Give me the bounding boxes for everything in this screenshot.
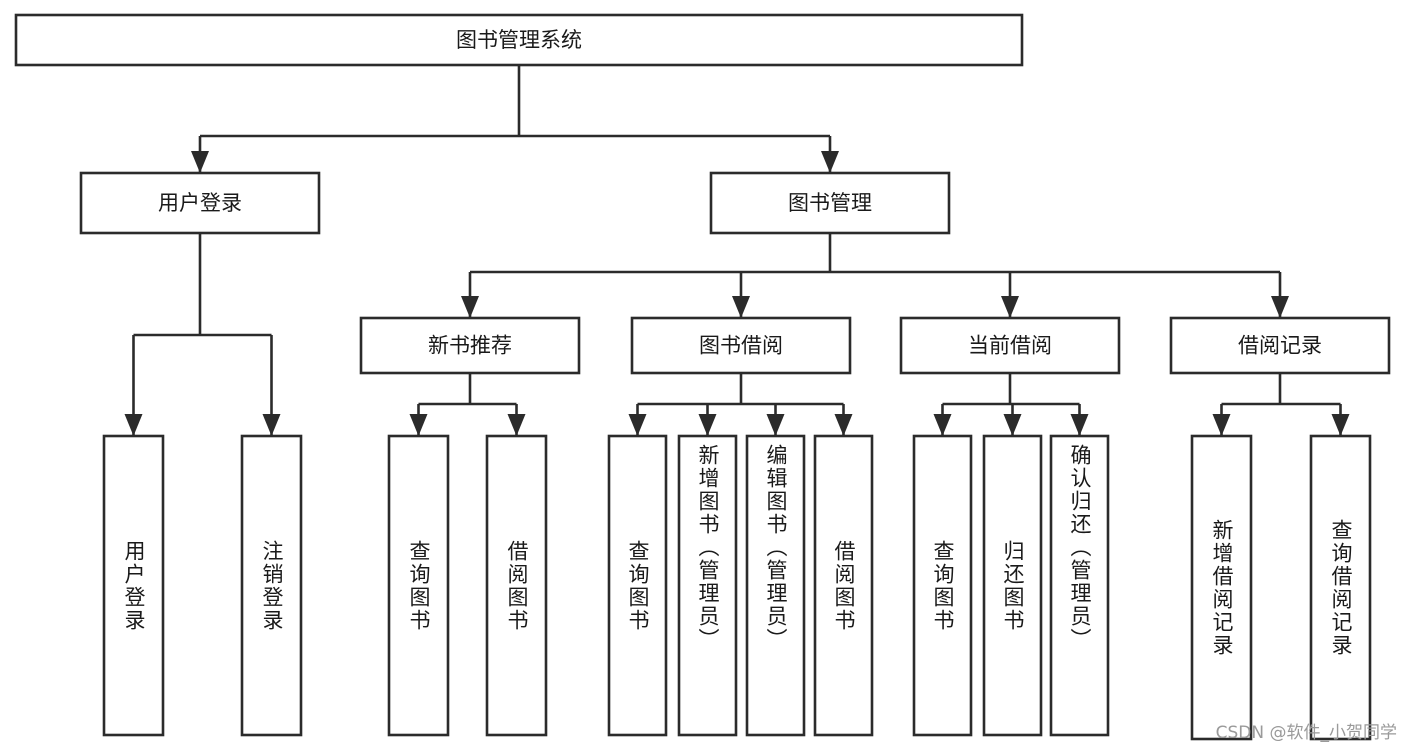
- root-node-rect: [14, 13, 1024, 67]
- leaf-node-6[interactable]: [745, 434, 806, 737]
- leaf-node-3[interactable]: [485, 434, 548, 737]
- arrow-head-icon: [821, 151, 839, 173]
- level2-node-label: 图书管理: [788, 191, 872, 215]
- arrow-head-icon: [1001, 296, 1019, 318]
- leaf-node-1[interactable]: [240, 434, 303, 737]
- arrow-head-icon: [409, 414, 428, 436]
- level3-node-label: 图书借阅: [699, 334, 783, 358]
- leaf-node-rect: [102, 434, 165, 737]
- arrow-head-icon: [1271, 296, 1289, 318]
- leaf-node-rect: [387, 434, 450, 737]
- leaf-node-rect: [677, 434, 738, 737]
- level2-node-0[interactable]: 用户登录: [79, 171, 321, 235]
- level3-node-3[interactable]: 借阅记录: [1169, 316, 1391, 375]
- arrow-head-icon: [628, 414, 647, 436]
- leaf-node-rect: [607, 434, 668, 737]
- level3-node-label: 新书推荐: [428, 334, 512, 358]
- arrow-head-icon: [262, 414, 281, 436]
- arrow-head-icon: [834, 414, 853, 436]
- leaf-node-rect: [813, 434, 874, 737]
- leaf-node-11[interactable]: [1190, 434, 1253, 741]
- level2-node-label: 用户登录: [158, 191, 242, 215]
- arrow-head-icon: [1331, 414, 1350, 436]
- leaf-node-7[interactable]: [813, 434, 874, 737]
- arrow-head-icon: [191, 151, 209, 173]
- leaf-node-rect: [912, 434, 973, 737]
- arrow-head-icon: [1070, 414, 1089, 436]
- arrow-head-icon: [1212, 414, 1231, 436]
- connector-layer: [124, 65, 1350, 436]
- leaf-node-rect: [982, 434, 1043, 737]
- leaf-node-0[interactable]: [102, 434, 165, 737]
- leaf-node-12[interactable]: [1309, 434, 1372, 741]
- level2-node-rect: [79, 171, 321, 235]
- level3-node-label: 借阅记录: [1238, 334, 1322, 358]
- arrow-head-icon: [933, 414, 952, 436]
- leaf-node-rect: [1049, 434, 1110, 737]
- leaf-node-rect: [745, 434, 806, 737]
- level3-node-rect: [359, 316, 581, 375]
- level2-node-rect: [709, 171, 951, 235]
- arrow-head-icon: [1003, 414, 1022, 436]
- root-node-label: 图书管理系统: [456, 28, 582, 52]
- level3-node-label: 当前借阅: [968, 334, 1052, 358]
- level3-node-0[interactable]: 新书推荐: [359, 316, 581, 375]
- leaf-node-rect: [485, 434, 548, 737]
- level3-node-rect: [630, 316, 852, 375]
- level3-node-rect: [1169, 316, 1391, 375]
- level3-node-1[interactable]: 图书借阅: [630, 316, 852, 375]
- leaf-node-4[interactable]: [607, 434, 668, 737]
- leaf-node-rect: [240, 434, 303, 737]
- root-node[interactable]: 图书管理系统: [14, 13, 1024, 67]
- arrow-head-icon: [732, 296, 750, 318]
- level3-node-rect: [899, 316, 1121, 375]
- leaf-node-8[interactable]: [912, 434, 973, 737]
- arrow-head-icon: [461, 296, 479, 318]
- level3-node-2[interactable]: 当前借阅: [899, 316, 1121, 375]
- leaf-node-9[interactable]: [982, 434, 1043, 737]
- leaf-node-rect: [1309, 434, 1372, 741]
- arrow-head-icon: [698, 414, 717, 436]
- arrow-head-icon: [507, 414, 526, 436]
- leaf-node-rect: [1190, 434, 1253, 741]
- arrow-head-icon: [766, 414, 785, 436]
- leaf-node-2[interactable]: [387, 434, 450, 737]
- arrow-head-icon: [124, 414, 143, 436]
- leaf-node-10[interactable]: [1049, 434, 1110, 737]
- leaf-node-5[interactable]: [677, 434, 738, 737]
- level2-node-1[interactable]: 图书管理: [709, 171, 951, 235]
